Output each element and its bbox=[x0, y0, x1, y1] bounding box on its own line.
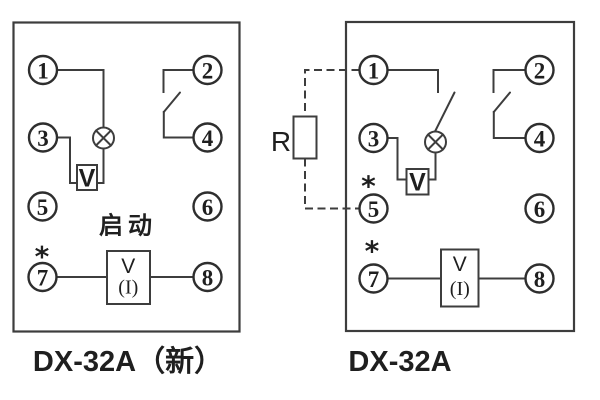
terminal-2: 2 bbox=[192, 54, 223, 86]
left-wire-lamp-to-voltmeter bbox=[96, 147, 105, 184]
voltmeter-box: V bbox=[76, 164, 98, 193]
right-wire-lamp-to-voltmeter bbox=[427, 151, 437, 181]
measuring-element-box: V (I) bbox=[106, 250, 151, 305]
measuring-element-box: V (I) bbox=[440, 248, 480, 308]
svg-text:8: 8 bbox=[534, 267, 546, 292]
svg-text:3: 3 bbox=[368, 127, 380, 152]
measuring-element-bottom-label: (I) bbox=[118, 277, 138, 299]
terminal-6: 6 bbox=[192, 191, 223, 222]
terminal-4: 4 bbox=[192, 122, 223, 153]
right-contact-switch-blade bbox=[492, 91, 511, 113]
terminal-1: 1 bbox=[358, 54, 389, 86]
right-contact-lower-lead bbox=[492, 111, 527, 139]
right-wire-terminal1-to-switch bbox=[386, 69, 439, 93]
svg-text:2: 2 bbox=[534, 59, 546, 84]
terminal-1: 1 bbox=[27, 54, 59, 86]
start-label: 启动 bbox=[99, 212, 157, 240]
terminal-2: 2 bbox=[524, 54, 555, 86]
right-enclosure-box bbox=[344, 20, 576, 333]
voltmeter-label: V bbox=[79, 165, 96, 193]
svg-text:6: 6 bbox=[534, 197, 546, 222]
right-lamp-switch-blade bbox=[434, 91, 456, 133]
left-contact-lower-lead bbox=[162, 111, 195, 139]
left-wire-terminal1-to-lamp bbox=[56, 69, 105, 129]
left-contact-switch-blade bbox=[162, 91, 181, 113]
left-diagram: V 启动 * V (I) 1 2 3 4 5 bbox=[12, 21, 241, 378]
terminal-6: 6 bbox=[524, 193, 555, 224]
svg-text:4: 4 bbox=[534, 127, 546, 152]
resistor-dashed-lead-bottom bbox=[304, 158, 360, 210]
svg-text:7: 7 bbox=[37, 266, 49, 291]
svg-text:2: 2 bbox=[202, 59, 214, 84]
terminal-7: 7 bbox=[358, 263, 389, 294]
resistor-dashed-lead-top bbox=[304, 69, 360, 117]
resistor-symbol: R bbox=[271, 69, 360, 210]
svg-text:1: 1 bbox=[37, 59, 49, 84]
left-diagram-caption: DX-32A（新） bbox=[33, 345, 223, 378]
resistor-body bbox=[292, 115, 318, 160]
svg-text:1: 1 bbox=[368, 59, 380, 84]
resistor-label: R bbox=[271, 126, 291, 157]
left-wire-terminal3-to-voltmeter bbox=[56, 136, 78, 184]
terminal-7: 7 bbox=[27, 261, 58, 293]
right-wire-terminal3-to-voltmeter bbox=[386, 137, 408, 181]
left-enclosure-box bbox=[12, 21, 241, 333]
terminal-5: 5 bbox=[358, 193, 389, 224]
svg-text:6: 6 bbox=[202, 195, 214, 220]
svg-text:5: 5 bbox=[37, 195, 49, 220]
terminal-5: 5 bbox=[27, 191, 58, 222]
terminal-3: 3 bbox=[27, 122, 59, 153]
terminal-3: 3 bbox=[358, 122, 389, 154]
voltmeter-label: V bbox=[409, 169, 426, 197]
voltmeter-box: V bbox=[405, 168, 430, 197]
polarity-mark-lower: * bbox=[365, 235, 380, 268]
left-contact-fixed-lead bbox=[162, 69, 195, 93]
lamp-symbol bbox=[424, 130, 447, 154]
svg-text:5: 5 bbox=[368, 197, 380, 222]
measuring-element-bottom-label: (I) bbox=[450, 278, 470, 300]
measuring-element-top-label: V bbox=[121, 255, 135, 278]
terminal-4: 4 bbox=[524, 122, 555, 154]
lamp-symbol bbox=[92, 126, 115, 150]
svg-text:4: 4 bbox=[202, 126, 214, 151]
right-diagram-caption: DX-32A bbox=[348, 346, 451, 378]
measuring-element-top-label: V bbox=[453, 253, 467, 276]
terminal-8: 8 bbox=[524, 263, 555, 294]
terminal-8: 8 bbox=[192, 261, 223, 293]
svg-text:8: 8 bbox=[202, 266, 214, 291]
svg-text:3: 3 bbox=[37, 126, 49, 151]
right-contact-fixed-lead bbox=[492, 69, 527, 93]
svg-text:7: 7 bbox=[368, 267, 380, 292]
right-diagram: R V * * V (I) bbox=[271, 20, 576, 378]
